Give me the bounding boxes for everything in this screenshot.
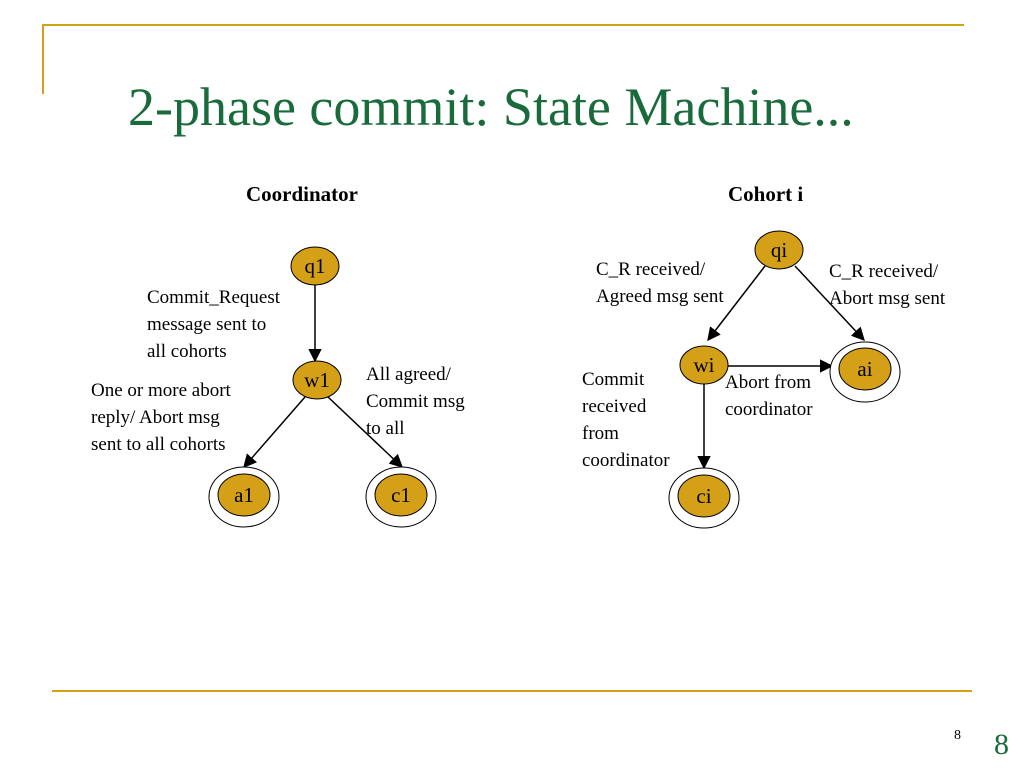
label-wi-to-ci-line-2: received	[582, 396, 647, 417]
state-a1-label: a1	[234, 483, 254, 507]
edge-w1-c1	[327, 396, 403, 468]
label-w1-to-c1-line-1: All agreed/	[366, 364, 451, 385]
label-wi-to-ci-line-4: coordinator	[582, 450, 670, 471]
label-q1-to-w1-line-3: all cohorts	[147, 341, 227, 362]
state-ai-label: ai	[857, 357, 872, 381]
top-rule	[42, 24, 964, 26]
label-w1-to-a1: One or more abort reply/ Abort msg sent …	[91, 377, 231, 458]
edge-w1-a1	[243, 396, 306, 469]
state-a1: a1	[208, 466, 280, 528]
label-q1-to-w1-line-1: Commit_Request	[147, 287, 280, 308]
edge-qi-ai	[794, 265, 865, 341]
cohort-heading: Cohort i	[728, 182, 804, 206]
label-qi-to-wi-line-2: Agreed msg sent	[596, 286, 724, 307]
state-ci-label: ci	[696, 484, 711, 508]
state-c1: c1	[365, 466, 437, 528]
page-number-large: 8	[994, 728, 1009, 761]
left-rule	[42, 24, 44, 94]
label-w1-to-a1-line-3: sent to all cohorts	[91, 434, 226, 455]
page-number-small: 8	[954, 728, 961, 743]
label-w1-to-a1-line-2: reply/ Abort msg	[91, 407, 220, 428]
label-wi-to-ai: Abort from coordinator	[725, 369, 813, 423]
slide-title: 2-phase commit: State Machine...	[128, 77, 854, 137]
edge-qi-wi	[707, 265, 766, 342]
label-qi-to-ai-line-2: Abort msg sent	[829, 288, 946, 309]
bottom-rule	[52, 690, 972, 692]
label-w1-to-c1-line-3: to all	[366, 418, 405, 439]
label-wi-to-ai-line-1: Abort from	[725, 372, 812, 393]
label-wi-to-ci-line-3: from	[582, 423, 619, 444]
label-qi-to-wi-line-1: C_R received/	[596, 259, 706, 280]
state-ci: ci	[668, 467, 740, 529]
state-qi: qi	[754, 230, 804, 270]
label-qi-to-wi: C_R received/ Agreed msg sent	[596, 256, 724, 310]
label-w1-to-a1-line-1: One or more abort	[91, 380, 231, 401]
state-w1-label: w1	[304, 368, 330, 392]
label-qi-to-ai-line-1: C_R received/	[829, 261, 939, 282]
state-wi-label: wi	[694, 353, 715, 377]
label-qi-to-ai: C_R received/ Abort msg sent	[829, 258, 945, 312]
state-q1-label: q1	[305, 254, 326, 278]
label-w1-to-c1: All agreed/ Commit msg to all	[366, 361, 465, 442]
state-c1-label: c1	[391, 483, 411, 507]
label-q1-to-w1-line-2: message sent to	[147, 314, 267, 335]
state-qi-label: qi	[771, 238, 788, 262]
state-q1: q1	[290, 246, 340, 286]
state-ai: ai	[829, 341, 901, 403]
label-wi-to-ci: Commit received from coordinator	[582, 366, 670, 474]
label-wi-to-ci-line-1: Commit	[582, 369, 645, 390]
label-wi-to-ai-line-2: coordinator	[725, 399, 813, 420]
coordinator-heading: Coordinator	[246, 182, 358, 206]
label-q1-to-w1: Commit_Request message sent to all cohor…	[147, 284, 280, 365]
label-w1-to-c1-line-2: Commit msg	[366, 391, 465, 412]
state-wi: wi	[679, 345, 729, 385]
state-w1: w1	[292, 360, 342, 400]
